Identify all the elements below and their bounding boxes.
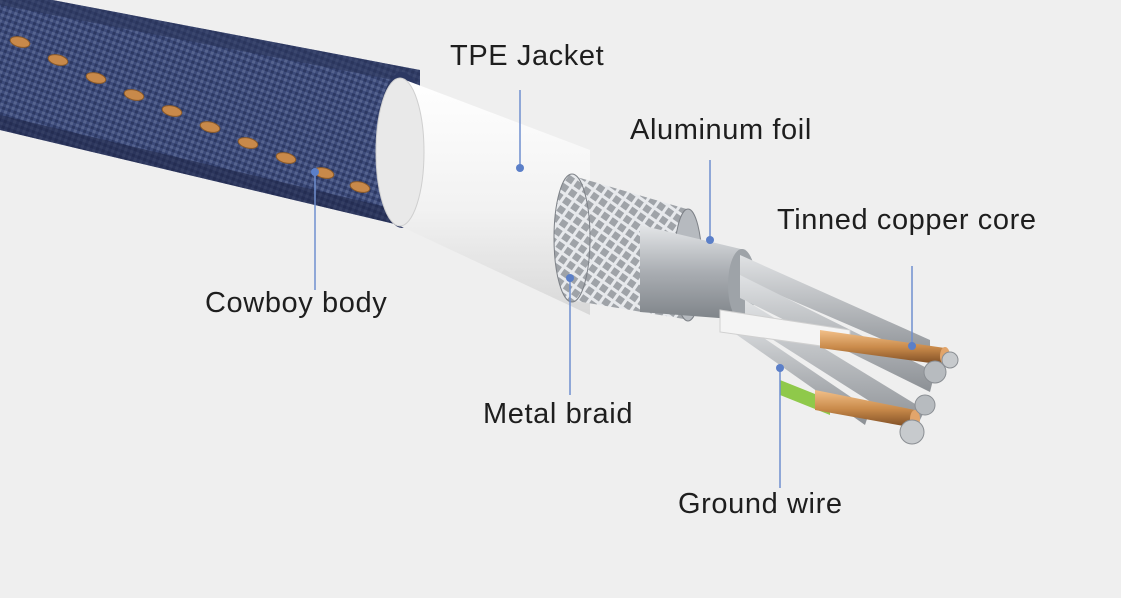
label-tpe-jacket: TPE Jacket (450, 40, 605, 72)
leader-dot-cowboy-body (311, 168, 319, 176)
leader-dot-tinned-copper-core (908, 342, 916, 350)
leader-dot-metal-braid (566, 274, 574, 282)
tpe-jacket (375, 77, 590, 315)
stitch-line (9, 36, 371, 193)
label-aluminum-foil: Aluminum foil (630, 114, 812, 146)
label-cowboy-body: Cowboy body (205, 287, 388, 319)
leader-lines (311, 90, 916, 488)
inner-wires (719, 255, 959, 445)
leader-dot-aluminum-foil (706, 236, 714, 244)
label-tinned-copper-core: Tinned copper core (777, 204, 1037, 236)
aluminum-foil (640, 225, 756, 321)
leader-dot-ground-wire (776, 364, 784, 372)
label-metal-braid: Metal braid (483, 398, 634, 430)
leader-dot-tpe-jacket (516, 164, 524, 172)
denim-sleeve (0, 0, 428, 230)
label-ground-wire: Ground wire (678, 488, 843, 520)
